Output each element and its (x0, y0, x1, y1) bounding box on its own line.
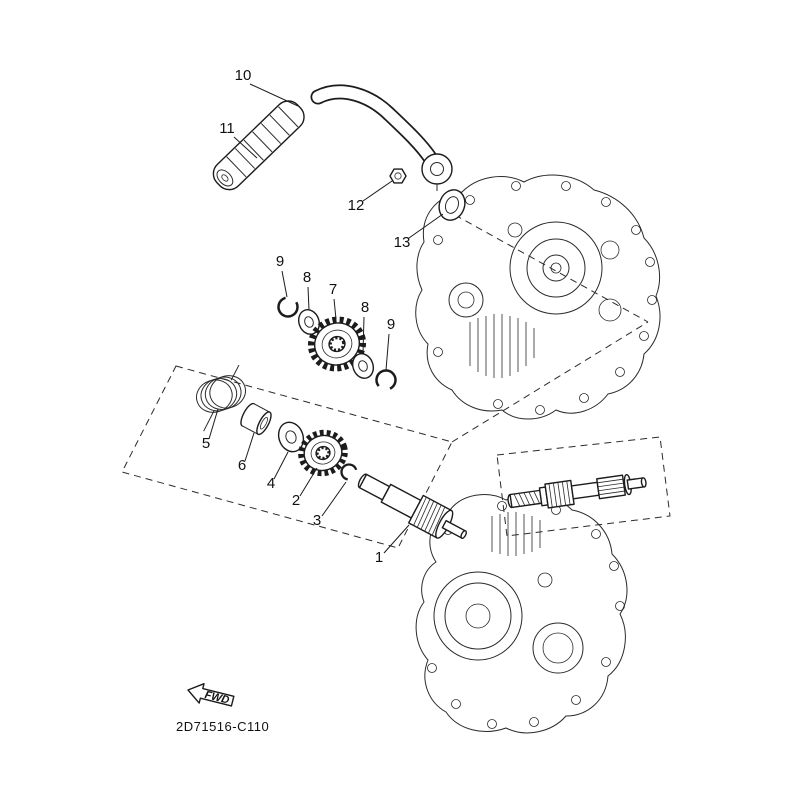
idler-gear-group (277, 296, 397, 391)
kick-shaft (357, 473, 468, 540)
part-number-6: 6 (238, 457, 246, 474)
callout-leader-line (321, 481, 347, 517)
oil-seal-ring (438, 189, 466, 221)
callout-leader-line (244, 432, 255, 462)
callout-leader-line (333, 298, 337, 320)
part-callouts: 10 11 12 13 9 8 7 8 9 5 6 423 1 (202, 67, 444, 566)
part-number-12: 12 (348, 197, 365, 214)
guide-line-lower (451, 321, 649, 443)
circlip-right (375, 369, 397, 391)
part-number-13: 13 (394, 234, 411, 251)
part-number-11: 11 (219, 120, 235, 137)
assembled-kick-shaft (507, 473, 647, 509)
part-number-1: 1 (375, 549, 383, 566)
spring-bushing (240, 402, 272, 436)
part-number-9: 9 (387, 316, 395, 333)
part-number-4: 4 (267, 475, 275, 492)
callout-leader-line (408, 213, 444, 239)
callout-leader-line (273, 451, 289, 480)
part-number-8: 8 (303, 269, 311, 286)
fwd-label: FWD (203, 689, 230, 707)
plain-washer (277, 421, 305, 453)
circlip-left (277, 296, 299, 318)
cover-rib-hatching (469, 314, 535, 378)
callout-leader-line (385, 333, 390, 371)
fwd-arrow-shape (187, 682, 235, 707)
callout-leader-line (208, 408, 219, 440)
kick-lever-assembly (212, 84, 466, 221)
exploded-group-boundary (121, 365, 453, 549)
case-rib-hatching (491, 512, 541, 556)
cover-bolt-holes (433, 181, 657, 415)
fwd-arrow: FWD (187, 682, 235, 707)
kick-shaft-group (196, 364, 468, 540)
callout-leader-line (299, 467, 318, 497)
lever-clamp-boss (421, 153, 453, 185)
part-number-7: 7 (329, 281, 337, 298)
callout-leader-line (249, 83, 299, 107)
washer-right (351, 353, 375, 379)
kick-pinion-gear (298, 429, 348, 477)
part-number-2: 2 (292, 492, 300, 509)
kick-lever-grip (212, 100, 305, 191)
part-number-5: 5 (202, 435, 210, 452)
guide-line-upper (454, 214, 649, 323)
part-number-8: 8 (361, 299, 369, 316)
callout-leader-line (281, 270, 288, 298)
callout-leader-line (307, 286, 310, 311)
assembly-guide-lines (121, 214, 671, 549)
callout-leader-line (362, 180, 393, 202)
torsion-spring (196, 364, 246, 432)
part-number-10: 10 (235, 67, 252, 84)
clamp-bolt-nut (389, 168, 407, 184)
part-number-3: 3 (313, 512, 321, 529)
part-number-9: 9 (276, 253, 284, 270)
shaft-clip (340, 463, 358, 481)
callout-leader-line (362, 316, 365, 354)
diagram-code: 2D71516-C110 (176, 719, 269, 734)
assembled-shaft-boundary (496, 436, 671, 537)
callout-leader-line (233, 136, 258, 159)
callout-leader-line (383, 524, 410, 554)
